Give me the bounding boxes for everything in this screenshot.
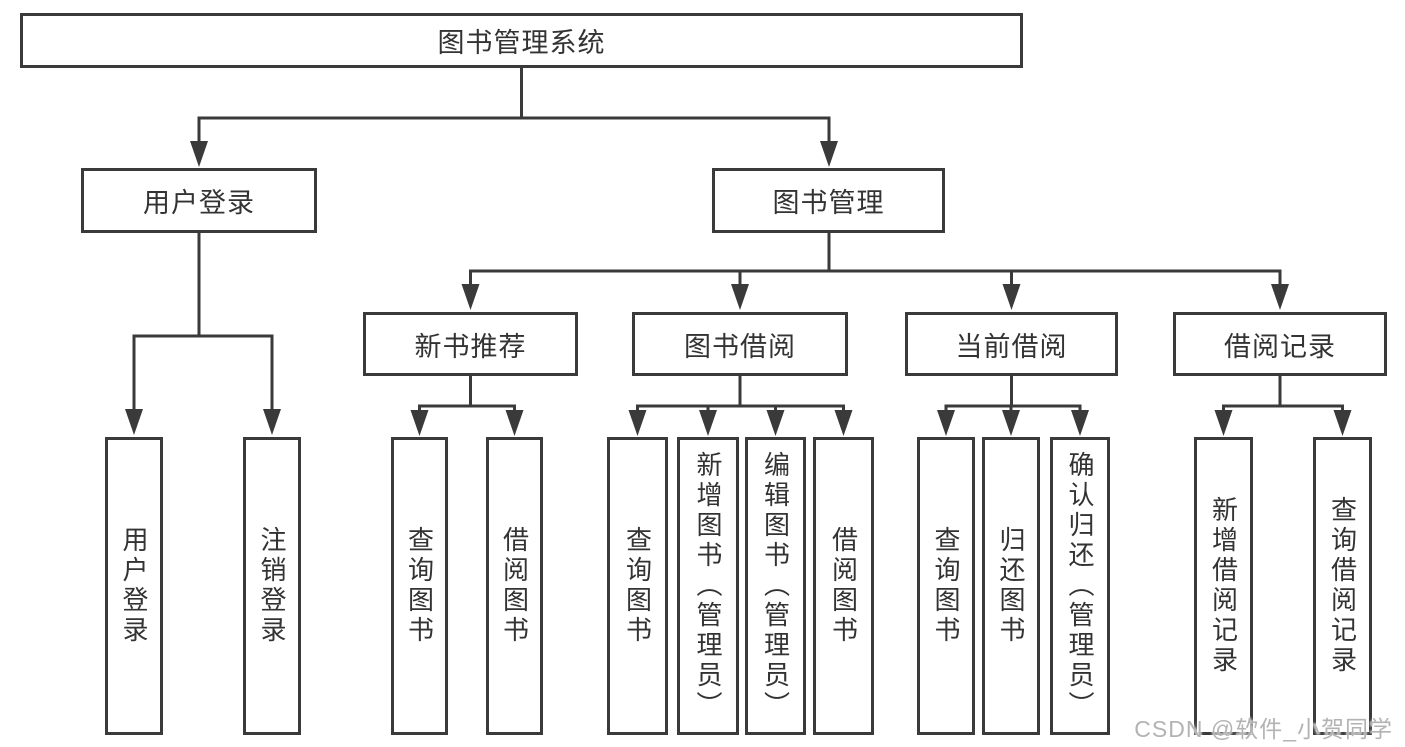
connector-book-borrow: [628, 374, 853, 436]
leaf-logout: 注销登录: [243, 437, 301, 735]
node-library-system: 图书管理系统: [20, 13, 1023, 68]
connector-user-login: [125, 231, 281, 435]
connector-new-book-recommend: [410, 374, 524, 436]
node-book-borrow: 图书借阅: [632, 312, 848, 376]
leaf-confirm-return-admin: 确认归还（管理员）: [1050, 437, 1110, 735]
connector-borrow-records: [1214, 374, 1352, 436]
leaf-query-books-recommend: 查询图书: [391, 437, 448, 735]
leaf-query-books-borrow: 查询图书: [607, 437, 668, 735]
connector-current-borrow: [937, 374, 1089, 436]
leaf-borrow-books-recommend: 借阅图书: [486, 437, 543, 735]
node-borrow-records: 借阅记录: [1173, 312, 1387, 376]
node-book-management: 图书管理: [712, 168, 945, 233]
leaf-return-book: 归还图书: [982, 437, 1040, 735]
leaf-add-borrow-record: 新增借阅记录: [1194, 437, 1253, 735]
node-current-borrow: 当前借阅: [905, 312, 1118, 376]
leaf-query-borrow-record: 查询借阅记录: [1313, 437, 1372, 735]
leaf-query-books-current: 查询图书: [917, 437, 975, 735]
leaf-user-login: 用户登录: [105, 437, 163, 735]
connector-book-management: [461, 231, 1289, 310]
leaf-edit-book-admin: 编辑图书（管理员）: [745, 437, 806, 735]
leaf-add-book-admin: 新增图书（管理员）: [677, 437, 739, 735]
node-new-book-recommend: 新书推荐: [363, 312, 578, 376]
node-user-login: 用户登录: [81, 168, 317, 233]
connector-root: [190, 66, 838, 167]
leaf-borrow-books: 借阅图书: [813, 437, 874, 735]
watermark: CSDN @软件_小贺同学: [1134, 716, 1393, 742]
